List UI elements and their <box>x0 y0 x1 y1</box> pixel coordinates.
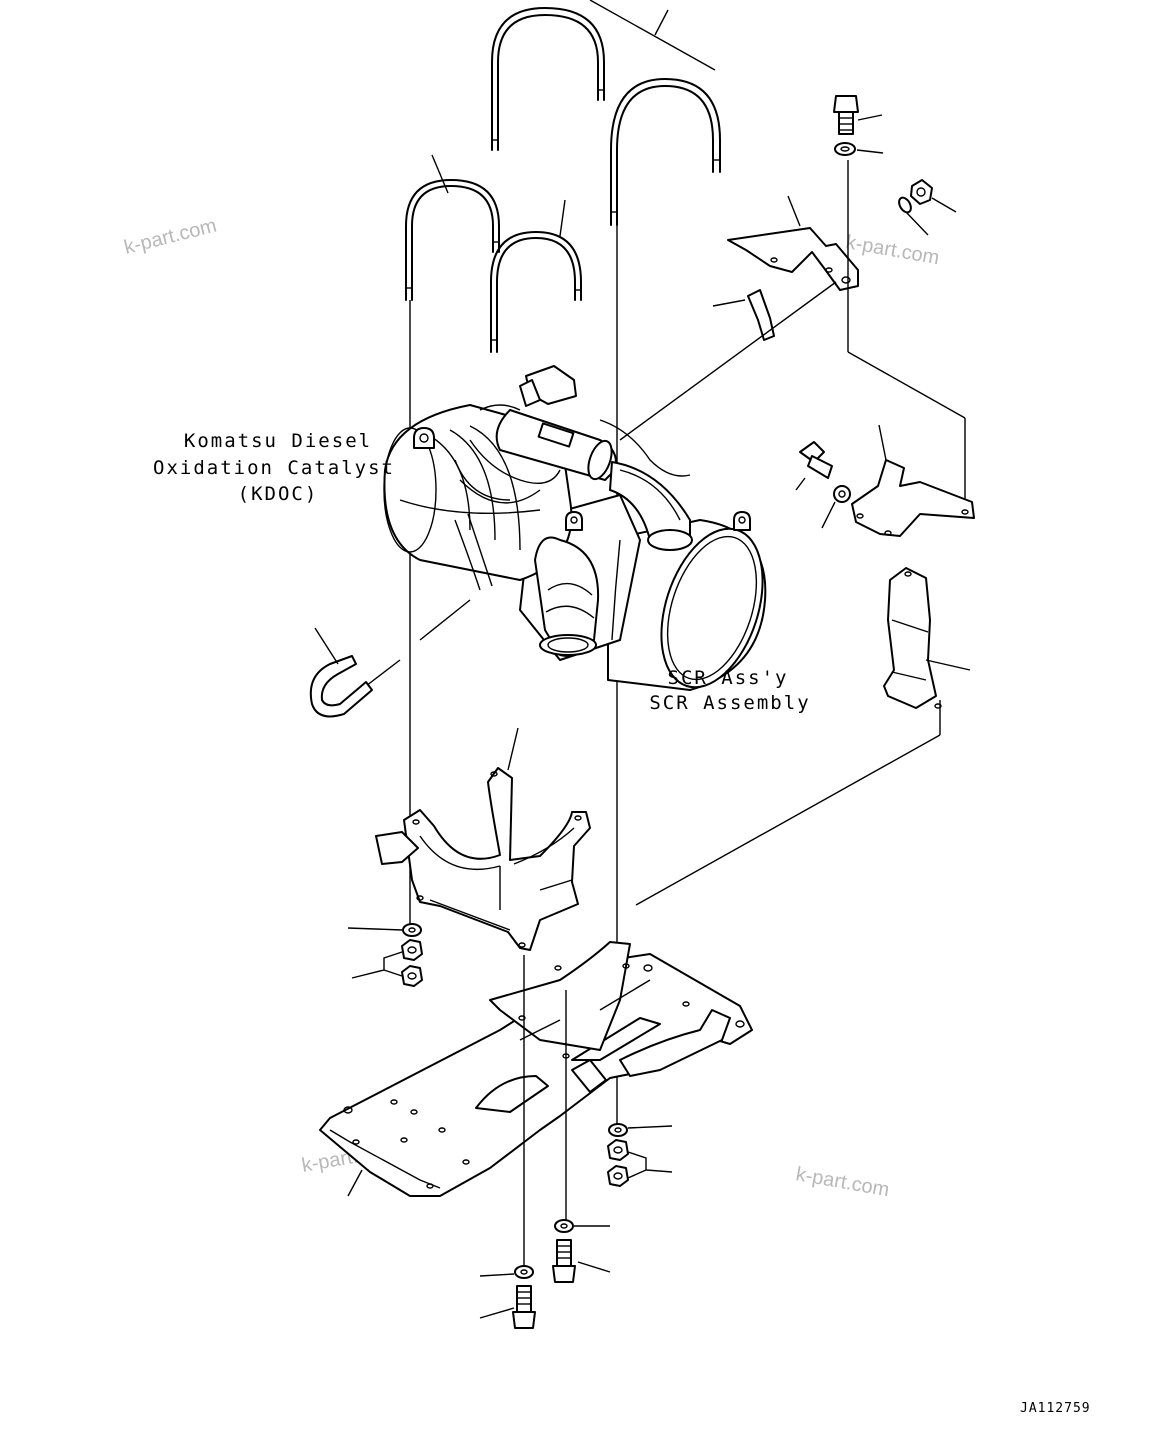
hex-bolt-top <box>833 95 883 135</box>
kdoc-scr-assembly <box>383 365 767 691</box>
kdoc-label-line3: (KDOC) <box>238 483 319 505</box>
scr-label: SCR Ass'y SCR Assembly <box>649 667 810 714</box>
hex-bolt-bottom-left <box>479 1285 536 1329</box>
base-mounting-plate <box>319 941 753 1197</box>
strap-band-right <box>883 567 971 709</box>
u-clamp-left <box>309 627 373 718</box>
washer-plate-right <box>608 1123 673 1137</box>
cradle-support-frame <box>375 727 591 951</box>
hex-nut-plate-right-1 <box>607 1139 629 1161</box>
scr-label-line2: SCR Assembly <box>649 692 810 714</box>
scr-label-line1: SCR Ass'y <box>668 667 789 689</box>
hex-bolt-bottom-right <box>552 1239 611 1283</box>
watermark-top-right: k-part.com <box>844 231 941 269</box>
mounting-bracket-top <box>727 195 859 291</box>
lock-washer-top-right <box>898 196 929 236</box>
kdoc-label: Komatsu Diesel Oxidation Catalyst (KDOC) <box>153 430 395 505</box>
washer-cradle-left <box>347 923 422 937</box>
hex-nut-cradle-left-1 <box>401 939 423 961</box>
kdoc-label-line1: Komatsu Diesel <box>184 430 372 452</box>
hex-nut-cradle-left-2 <box>351 951 423 987</box>
u-bolt-small-left <box>405 179 500 301</box>
hex-nut-top-right <box>910 179 957 213</box>
u-bolt-small-right <box>490 231 582 353</box>
u-bolt-large-front <box>610 78 721 226</box>
washer-top <box>834 142 884 156</box>
support-bracket-right <box>851 424 975 537</box>
u-bolt-large-rear <box>491 7 605 151</box>
hex-nut-plate-right-2 <box>607 1151 673 1187</box>
leader-u-bolt-pair <box>431 0 716 237</box>
washer-bottom-right <box>554 990 610 1233</box>
watermark-top-left: k-part.com <box>122 215 219 259</box>
small-clip-bracket <box>712 289 775 341</box>
hex-bolt-middle-right <box>795 441 833 491</box>
washer-bottom-left <box>479 955 534 1279</box>
washer-middle-right <box>821 485 851 529</box>
watermark-bottom-right: k-part.com <box>794 1163 891 1201</box>
drawing-code: JA112759 <box>1020 1401 1091 1416</box>
kdoc-label-line2: Oxidation Catalyst <box>153 457 395 479</box>
